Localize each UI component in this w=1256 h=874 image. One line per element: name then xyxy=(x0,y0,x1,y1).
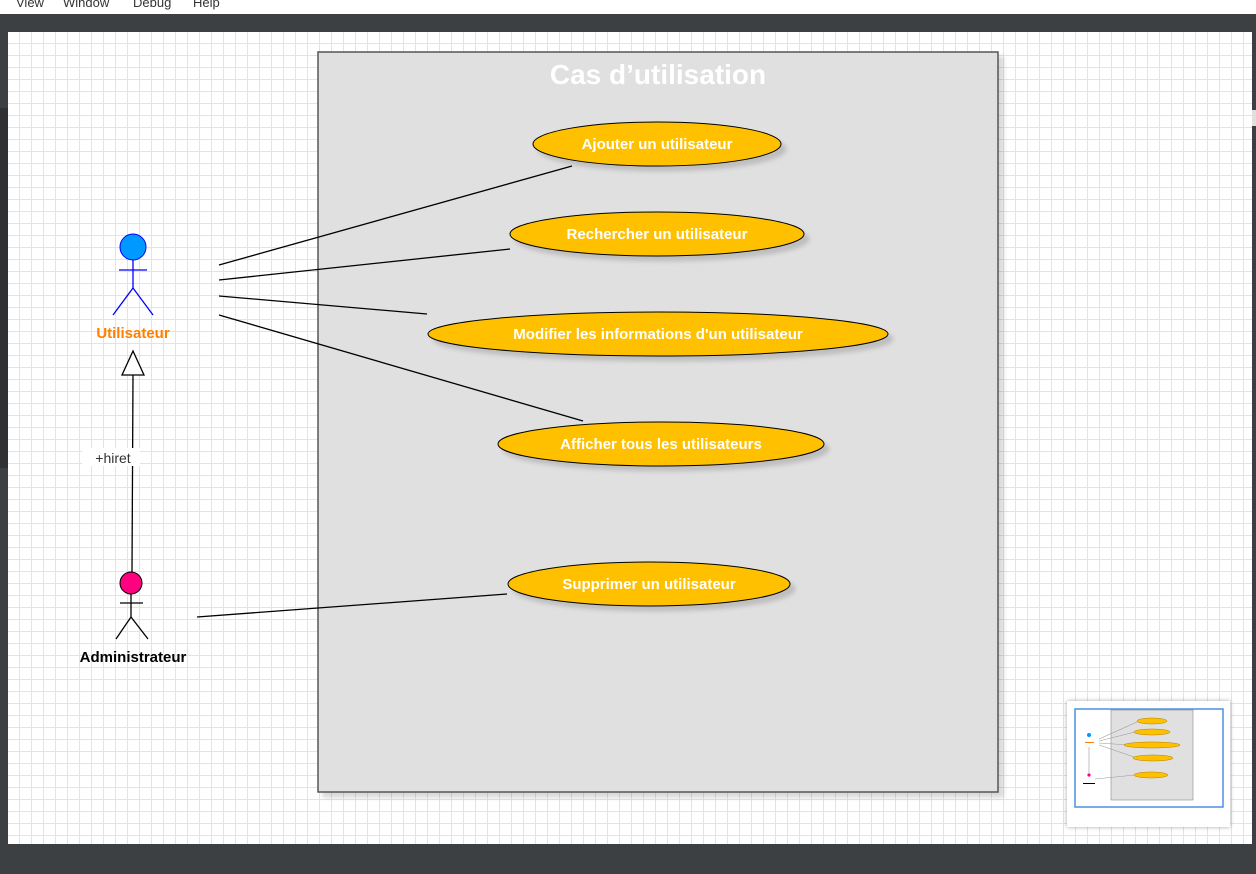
use-case-ellipse[interactable] xyxy=(532,121,782,167)
association-line[interactable] xyxy=(218,165,573,266)
use-case-ellipse[interactable] xyxy=(427,311,889,357)
actor-label: Utilisateur xyxy=(96,325,170,342)
actor-label: Administrateur xyxy=(80,649,187,666)
use-case[interactable]: Supprimer un utilisateur xyxy=(507,561,791,607)
use-case-ellipse[interactable] xyxy=(507,561,791,607)
menu-window[interactable]: Window xyxy=(63,0,110,10)
menu-bar: View Window Debug Help xyxy=(0,0,1256,14)
actor-head-icon xyxy=(119,571,143,595)
minimap[interactable] xyxy=(1067,701,1230,827)
use-case[interactable]: Ajouter un utilisateur xyxy=(532,121,782,167)
use-case[interactable]: Rechercher un utilisateur xyxy=(509,211,805,257)
use-case[interactable]: Modifier les informations d'un utilisate… xyxy=(427,311,889,357)
use-case-diagram: Cas d’utilisation Ajouter un utilisateur… xyxy=(80,51,999,793)
use-case-ellipse[interactable] xyxy=(509,211,805,257)
generalization-label: +hiret xyxy=(95,450,131,466)
actor-administrateur[interactable]: Administrateur xyxy=(80,571,187,666)
use-case-label: Modifier les informations d'un utilisate… xyxy=(513,326,803,343)
association-line[interactable] xyxy=(218,314,584,422)
actor-head-icon xyxy=(119,233,147,261)
menu-help[interactable]: Help xyxy=(193,0,220,10)
minimap-preview xyxy=(1074,708,1224,808)
menu-debug[interactable]: Debug xyxy=(133,0,172,10)
use-case[interactable]: Afficher tous les utilisateurs xyxy=(497,421,825,467)
association-line[interactable] xyxy=(218,248,511,281)
use-case-label: Supprimer un utilisateur xyxy=(562,576,736,593)
association-line[interactable] xyxy=(196,593,508,618)
use-case-label: Afficher tous les utilisateurs xyxy=(560,436,762,453)
use-case-label: Ajouter un utilisateur xyxy=(582,136,733,153)
diagram-canvas[interactable]: Cas d’utilisation Ajouter un utilisateur… xyxy=(8,32,1252,844)
left-panel-edge xyxy=(0,108,8,468)
associations xyxy=(196,165,584,618)
use-case-label: Rechercher un utilisateur xyxy=(567,226,748,243)
panel-collapse-handle[interactable] xyxy=(1252,110,1256,126)
generalization-arrow-icon xyxy=(120,349,146,376)
generalization[interactable]: +hiret xyxy=(82,349,146,573)
actor-utilisateur[interactable]: Utilisateur xyxy=(96,233,170,342)
menu-view[interactable]: View xyxy=(16,0,44,10)
association-line[interactable] xyxy=(218,295,428,315)
system-title: Cas d’utilisation xyxy=(550,59,766,90)
use-case-ellipse[interactable] xyxy=(497,421,825,467)
